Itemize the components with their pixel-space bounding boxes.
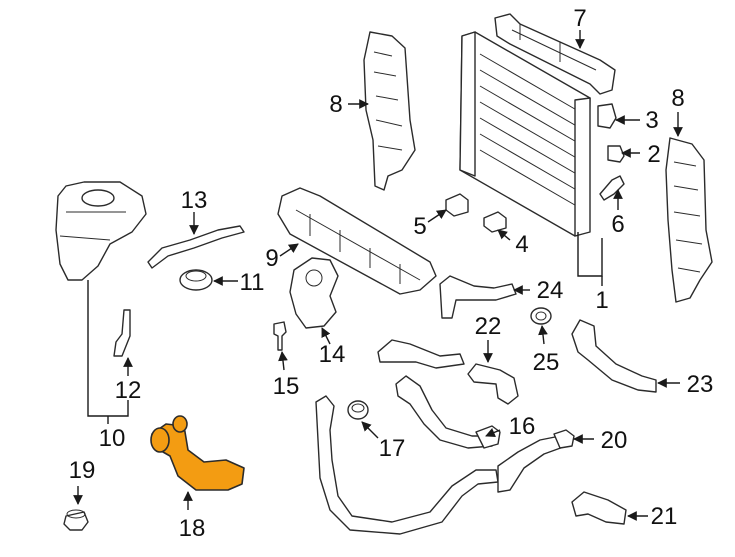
callout-7: 7: [573, 5, 586, 32]
callout-24: 24: [537, 277, 564, 304]
callout-8-right: 8: [671, 85, 684, 112]
callout-17: 17: [379, 435, 406, 462]
callout-25: 25: [533, 349, 560, 376]
plug-19[interactable]: [63, 509, 89, 531]
callout-12: 12: [115, 377, 142, 404]
callout-9: 9: [265, 245, 278, 272]
hose-24[interactable]: [439, 275, 517, 319]
hose-20[interactable]: [553, 429, 575, 449]
hose-23[interactable]: [571, 319, 657, 393]
mount-clip-3[interactable]: [597, 103, 617, 129]
hose-21[interactable]: [571, 491, 627, 525]
callout-8-left: 8: [329, 91, 342, 118]
radiator[interactable]: [459, 31, 591, 237]
left-air-deflector[interactable]: [363, 31, 416, 191]
callout-22: 22: [475, 313, 502, 340]
seal-ring[interactable]: [530, 307, 552, 325]
right-air-deflector[interactable]: [665, 137, 713, 303]
radiator-top-bracket[interactable]: [494, 13, 616, 95]
callout-6: 6: [611, 211, 624, 238]
water-pump[interactable]: [289, 257, 339, 329]
callout-1: 1: [595, 287, 608, 314]
lower-air-guide[interactable]: [277, 187, 437, 295]
callout-4: 4: [515, 231, 528, 258]
callout-3: 3: [645, 107, 658, 134]
callout-5: 5: [413, 213, 426, 240]
upper-bracket-5[interactable]: [445, 193, 469, 217]
level-sensor[interactable]: [113, 309, 131, 357]
cap-17[interactable]: [347, 400, 369, 420]
callout-10: 10: [99, 425, 126, 452]
tank-cap[interactable]: [179, 269, 213, 291]
callout-2: 2: [647, 141, 660, 168]
callout-18: 18: [179, 515, 206, 542]
expansion-tank[interactable]: [55, 181, 147, 281]
mount-bushing-2[interactable]: [607, 145, 625, 163]
callout-21: 21: [651, 503, 678, 530]
callout-19: 19: [69, 457, 96, 484]
callout-16: 16: [509, 413, 536, 440]
highlighted-hose-18[interactable]: [150, 415, 245, 491]
callout-14: 14: [319, 341, 346, 368]
callout-23: 23: [687, 371, 714, 398]
elbow-hose-22[interactable]: [467, 363, 519, 405]
callout-labels: 7 8 8 3 2 6 13 5 4 9 11 24 1 22 25 14 12…: [69, 5, 714, 542]
leader-lines: [73, 30, 683, 521]
drain-plug-6[interactable]: [599, 175, 625, 201]
vent-hose[interactable]: [147, 225, 245, 269]
bolt[interactable]: [273, 321, 287, 351]
callout-15: 15: [273, 373, 300, 400]
lower-bracket-4[interactable]: [483, 211, 507, 233]
callout-20: 20: [601, 427, 628, 454]
callout-13: 13: [181, 187, 208, 214]
callout-11: 11: [240, 269, 265, 296]
